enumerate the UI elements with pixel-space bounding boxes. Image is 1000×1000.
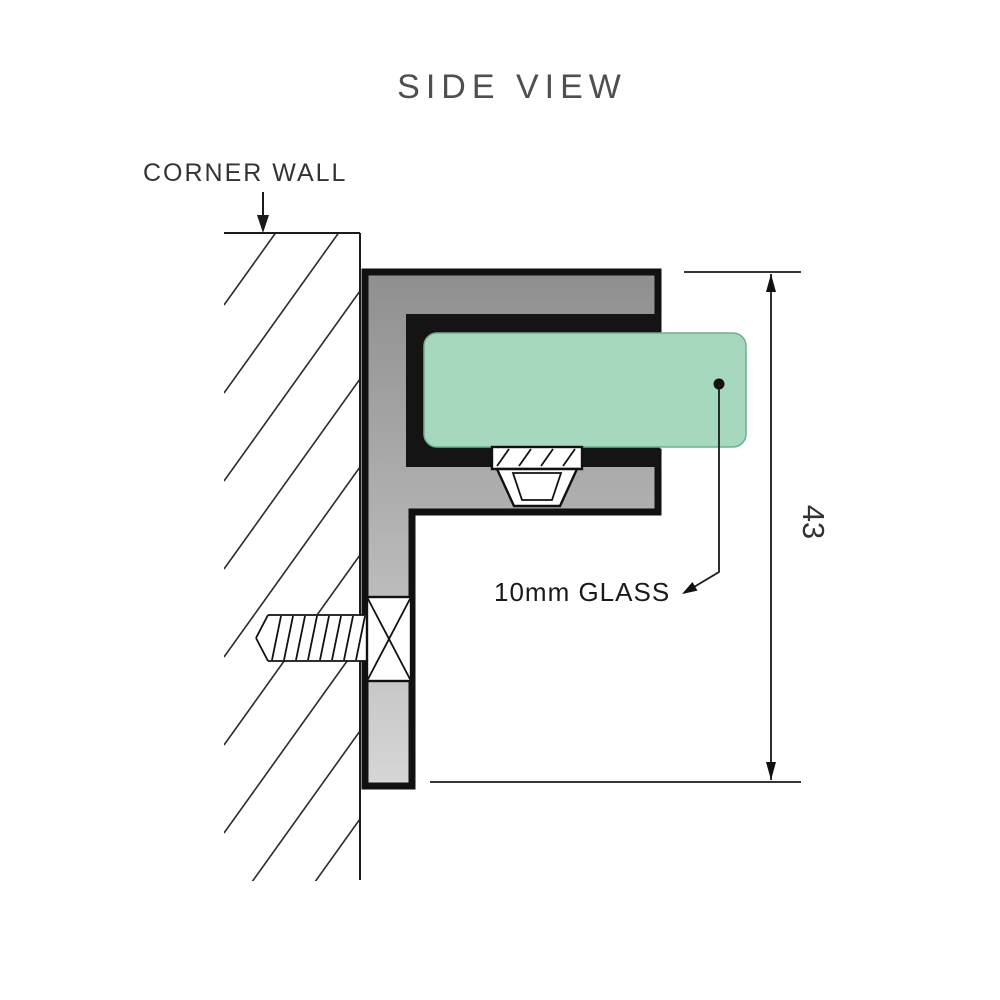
corner-wall-label: CORNER WALL [143,159,347,187]
dimension-43: 43 [430,271,831,783]
dimension-arrow-bottom [766,762,776,780]
grub-screw [490,445,584,508]
dimension-arrow-top [766,274,776,292]
wall-screw [255,595,413,683]
glass-panel [423,332,747,448]
wall-hatching [224,233,360,881]
glass-leader-line [682,378,725,594]
screw-head [365,595,413,683]
corner-wall-arrow [257,192,269,233]
dimension-label: 43 [796,505,831,539]
page-title: SIDE VIEW [397,68,627,106]
glass-label: 10mm GLASS [494,577,670,607]
